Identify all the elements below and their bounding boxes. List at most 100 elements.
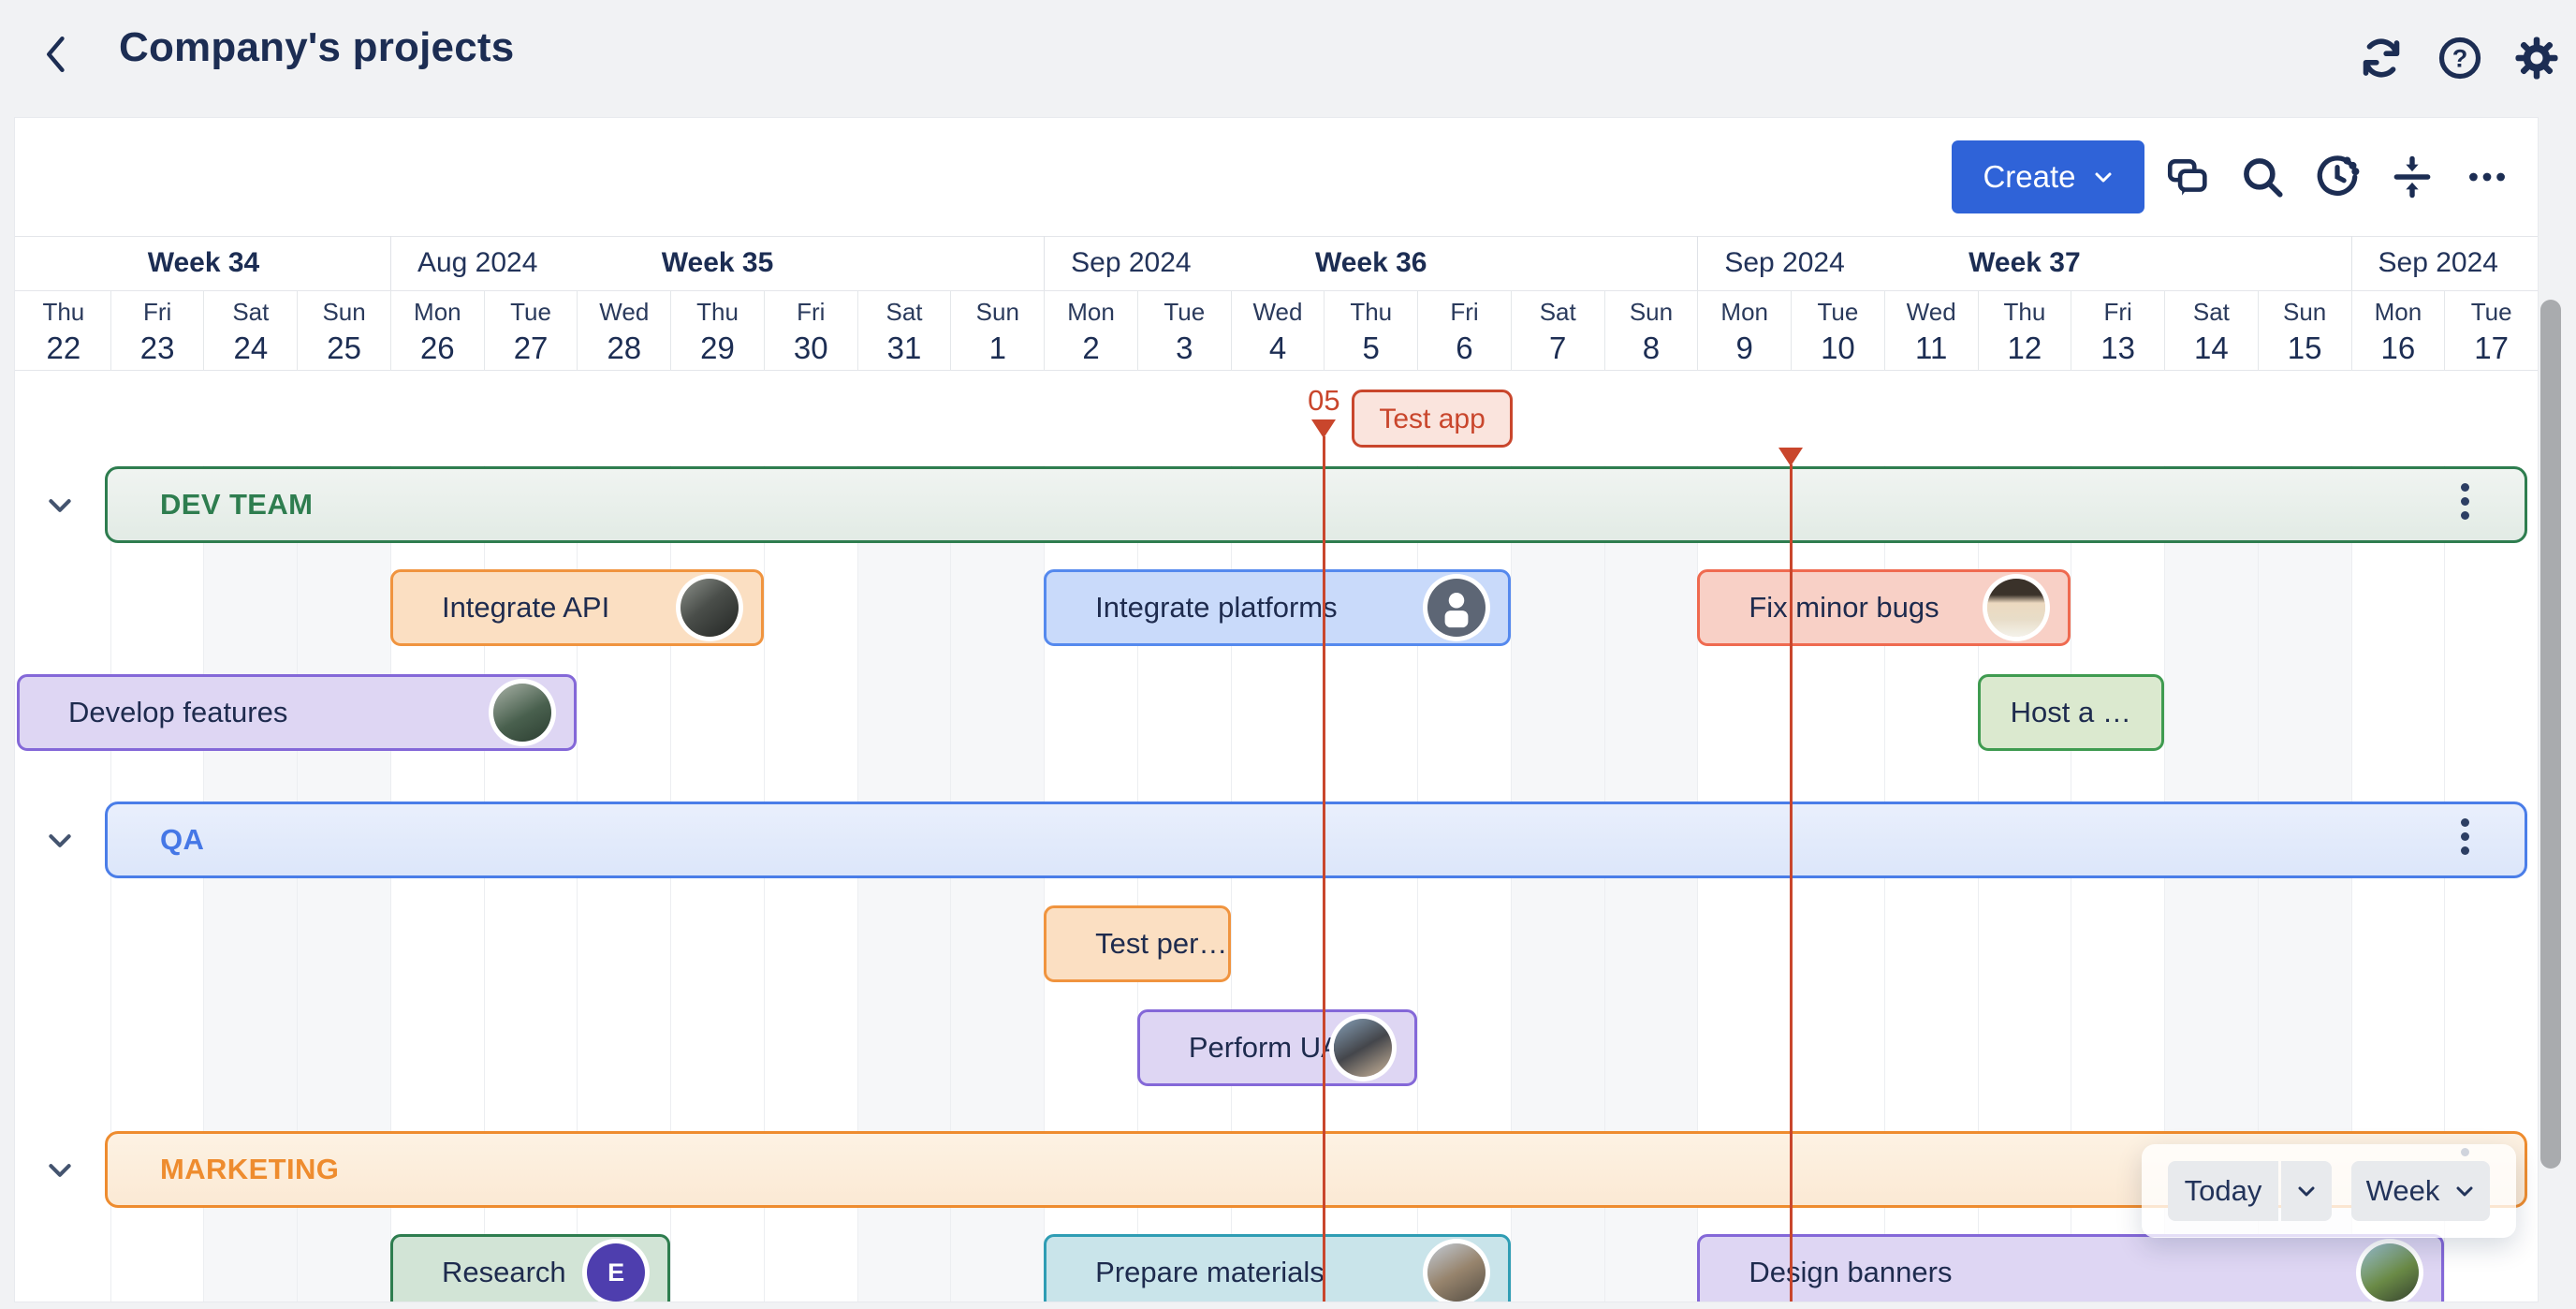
day-number-label: 23 <box>139 331 175 365</box>
task-bar[interactable]: Integrate platforms <box>1044 569 1511 646</box>
assignee-avatar <box>680 579 739 637</box>
day-name-label: Sun <box>975 298 1019 326</box>
milestone-line <box>1789 464 1793 1302</box>
page-header: Company's projects ? <box>0 0 2576 118</box>
help-icon[interactable]: ? <box>2436 34 2484 82</box>
day-gridline <box>1044 465 1046 1302</box>
gear-icon[interactable] <box>2512 34 2561 82</box>
task-bar[interactable]: Perform UAT <box>1136 1009 1418 1086</box>
comments-icon[interactable] <box>2164 154 2211 200</box>
day-name-label: Tue <box>510 298 551 326</box>
day-gridline <box>670 465 672 1302</box>
day-gridline <box>2444 465 2446 1302</box>
search-icon[interactable] <box>2239 154 2286 200</box>
day-name-label: Mon <box>1720 298 1768 326</box>
day-number-label: 17 <box>2474 331 2509 365</box>
vertical-scrollbar[interactable] <box>2540 300 2561 1169</box>
view-scale-dropdown[interactable]: Week <box>2351 1161 2490 1221</box>
day-gridline <box>2164 465 2166 1302</box>
day-name-label: Thu <box>42 298 85 326</box>
today-dropdown-button[interactable] <box>2281 1161 2332 1221</box>
day-number-label: 26 <box>419 331 455 365</box>
collapse-chevron-icon[interactable] <box>43 824 77 858</box>
day-name-label: Fri <box>1450 298 1479 326</box>
milestone-date-label: 05 <box>1308 384 1340 417</box>
group-menu-kebab-icon[interactable] <box>2446 478 2483 532</box>
day-number-label: 27 <box>513 331 549 365</box>
task-bar[interactable]: Prepare materials <box>1044 1234 1511 1302</box>
assignee-avatar <box>1334 1019 1393 1077</box>
header-divider <box>15 370 2538 371</box>
day-name-label: Thu <box>696 298 739 326</box>
task-bar[interactable]: Design banners <box>1697 1234 2445 1302</box>
day-number-label: 29 <box>700 331 735 365</box>
task-bar[interactable]: Host a … <box>1977 674 2165 751</box>
milestone-triangle <box>1311 419 1337 438</box>
day-gridline <box>1417 465 1419 1302</box>
day-header-cell: Tue 27 <box>483 290 578 370</box>
group-menu-kebab-icon[interactable] <box>2446 813 2483 867</box>
create-button-label: Create <box>1983 159 2076 194</box>
refresh-icon[interactable] <box>2357 34 2406 82</box>
day-number-label: 13 <box>2100 331 2135 365</box>
day-gridline <box>1510 465 1512 1302</box>
group-bar-mkt[interactable]: MARKETING <box>105 1131 2527 1208</box>
milestone-title[interactable]: Test app <box>1352 390 1513 448</box>
day-name-label: Sat <box>2192 298 2230 326</box>
day-header-cell: Sun 25 <box>297 290 390 370</box>
assignee-avatar <box>493 684 552 742</box>
day-gridline <box>1977 465 1979 1302</box>
task-label: Research <box>441 1256 566 1288</box>
task-label: Perform UAT <box>1188 1031 1356 1064</box>
today-button[interactable]: Today <box>2168 1161 2278 1221</box>
day-header-cell: Sat 31 <box>856 290 951 370</box>
day-name-label: Mon <box>414 298 461 326</box>
task-label: Design banners <box>1749 1256 1953 1288</box>
day-name-label: Sat <box>232 298 270 326</box>
week-label: Week 34 <box>147 247 260 278</box>
day-name-label: Wed <box>1252 298 1303 326</box>
history-icon[interactable] <box>2314 154 2361 200</box>
back-button[interactable] <box>36 30 77 79</box>
day-number-label: 24 <box>233 331 269 365</box>
day-name-label: Sun <box>2283 298 2327 326</box>
task-bar[interactable]: Integrate API <box>389 569 764 646</box>
more-icon[interactable] <box>2464 154 2510 200</box>
task-bar[interactable]: Test per… <box>1044 905 1231 982</box>
day-number-label: 31 <box>886 331 922 365</box>
task-bar[interactable]: Fix minor bugs <box>1697 569 2071 646</box>
task-label: Host a … <box>2010 696 2131 728</box>
fit-screen-icon[interactable] <box>2389 154 2436 200</box>
chevron-down-icon <box>2095 172 2112 183</box>
month-label: Sep 2024 <box>1071 247 1192 278</box>
group-bar-dev[interactable]: DEV TEAM <box>105 466 2527 543</box>
create-button[interactable]: Create <box>1952 140 2144 213</box>
day-name-label: Thu <box>2003 298 2046 326</box>
day-gridline <box>1883 465 1885 1302</box>
collapse-chevron-icon[interactable] <box>43 1154 77 1187</box>
task-bar[interactable]: Develop features <box>17 674 578 751</box>
view-controls-card: Today Week <box>2142 1144 2516 1238</box>
day-gridline <box>483 465 485 1302</box>
collapse-chevron-icon[interactable] <box>43 489 77 522</box>
day-name-label: Sat <box>886 298 923 326</box>
group-label: MARKETING <box>160 1153 340 1185</box>
day-name-label: Sun <box>322 298 366 326</box>
day-number-label: 25 <box>327 331 361 365</box>
group-label: QA <box>160 823 205 856</box>
group-bar-qa[interactable]: QA <box>105 802 2527 878</box>
day-number-label: 11 <box>1915 331 1948 365</box>
day-header-cell: Mon 26 <box>389 290 484 370</box>
week-header-cell: Week 34 <box>17 236 390 370</box>
task-label: Fix minor bugs <box>1749 591 1939 624</box>
